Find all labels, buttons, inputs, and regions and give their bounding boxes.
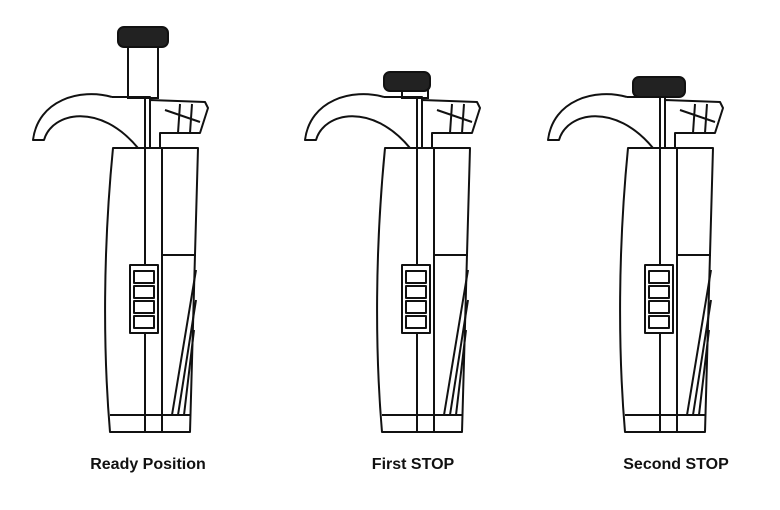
pipette-body xyxy=(547,93,724,433)
pipette-second-stop xyxy=(547,76,724,433)
plunger-stem xyxy=(127,44,159,99)
label-ready-position: Ready Position xyxy=(90,456,206,473)
plunger-button-icon xyxy=(383,71,431,92)
label-second-stop: Second STOP xyxy=(623,456,729,473)
plunger-button-icon xyxy=(632,76,686,98)
label-first-stop: First STOP xyxy=(371,456,455,473)
plunger-button-icon xyxy=(117,26,169,48)
pipette-first-stop xyxy=(304,71,481,433)
pipette-ready-position xyxy=(32,26,209,433)
pipette-body xyxy=(32,93,209,433)
pipette-body xyxy=(304,93,481,433)
